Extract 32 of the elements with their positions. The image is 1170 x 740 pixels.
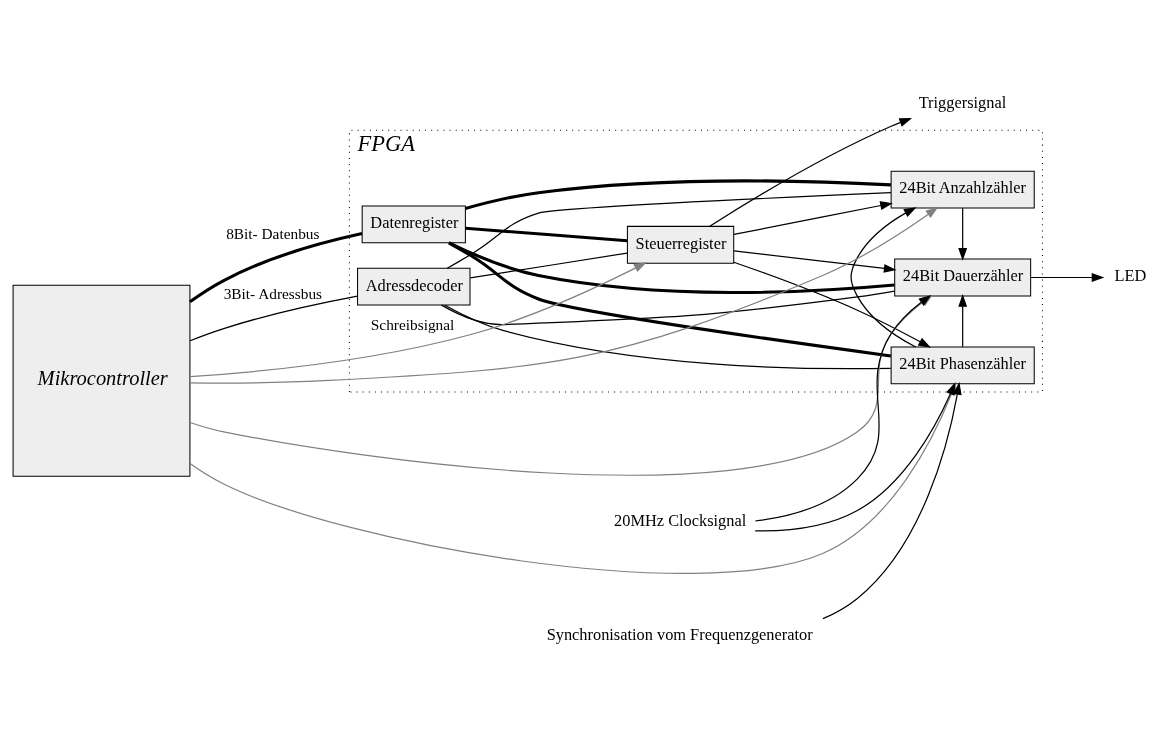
node-box: 24Bit Anzahlzähler	[890, 170, 1035, 209]
connector	[464, 226, 627, 243]
edge-label: 3Bit- Adressbus	[223, 284, 322, 302]
arrow	[188, 262, 647, 378]
arrow	[957, 207, 967, 261]
connector	[440, 290, 895, 326]
node-box: 24Bit Dauerzähler	[893, 258, 1031, 297]
edge-label: 8Bit- Datenbus	[225, 224, 319, 242]
arrow	[849, 207, 917, 348]
node-text: LED	[1113, 266, 1146, 286]
node-box: Mikrocontroller	[12, 284, 190, 477]
edge-label: Schreibsignal	[370, 315, 454, 333]
arrow	[708, 118, 912, 227]
connector	[443, 304, 891, 370]
connector	[188, 232, 362, 304]
node-box: 24Bit Phasenzähler	[890, 346, 1035, 385]
node-box: Adressdecoder	[356, 267, 470, 306]
connector	[447, 241, 895, 294]
arrow	[957, 294, 967, 348]
arrow	[732, 201, 893, 236]
node-text: Synchronisation vom Frequenzgenerator	[546, 625, 813, 645]
node-box: Steuerregister	[626, 225, 734, 264]
arrow	[732, 250, 897, 273]
node-text: Triggersignal	[918, 92, 1006, 112]
connector	[469, 252, 628, 279]
node-box: Datenregister	[361, 205, 466, 244]
connector	[189, 295, 358, 342]
arrow	[1029, 273, 1104, 282]
connector	[447, 241, 891, 358]
connector	[464, 179, 891, 210]
node-text: 20MHz Clocksignal	[613, 510, 746, 530]
connector	[446, 192, 892, 269]
